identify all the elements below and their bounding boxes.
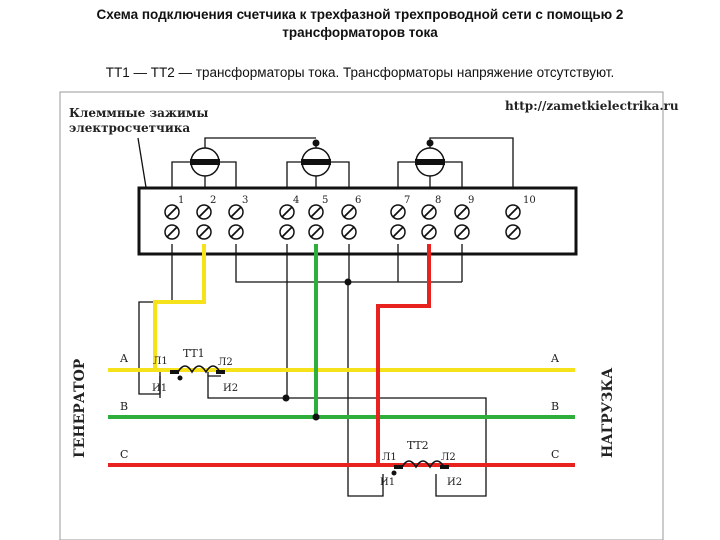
terminal-number: 5	[322, 195, 328, 206]
screw-slot	[198, 226, 210, 238]
terminal-group: 1 2 3 4 5 6 7 8 9 10	[164, 195, 536, 240]
screw-slot	[310, 206, 322, 218]
ct2-l1-label: Л1	[382, 452, 397, 463]
terminal-4: 4	[279, 195, 299, 240]
title-line-1: Схема подключения счетчика к трехфазной …	[96, 7, 624, 22]
meter-element-2	[301, 147, 331, 177]
screw-slot	[343, 206, 355, 218]
terminal-number: 1	[178, 195, 184, 206]
phase-a-label-right: A	[550, 352, 560, 365]
phase-c-label-left: C	[120, 448, 128, 461]
screw-slot	[343, 226, 355, 238]
phase-a-label-left: A	[119, 352, 129, 365]
title-line-2: трансформаторов тока	[282, 25, 438, 40]
terminal-number: 4	[293, 195, 299, 206]
screw-slot	[423, 206, 435, 218]
screw-slot	[198, 206, 210, 218]
terminal-number: 3	[242, 195, 248, 206]
phase-b-label-left: B	[120, 400, 128, 413]
ct1-l2-label: Л2	[218, 357, 233, 368]
terminal-5: 5	[308, 195, 328, 240]
screw-slot	[230, 206, 242, 218]
terminal-block	[137, 186, 578, 256]
screw-slot	[310, 226, 322, 238]
diagram-subtitle: ТТ1 — ТТ2 — трансформаторы тока. Трансфо…	[105, 65, 615, 80]
terminal-number: 9	[468, 195, 474, 206]
terminal-number: 8	[435, 195, 441, 206]
screw-slot	[392, 206, 404, 218]
terminal-9: 9	[454, 195, 474, 240]
screw-slot	[456, 226, 468, 238]
ct2-i1-label: И1	[380, 477, 395, 488]
phase-b-label-right: B	[551, 400, 559, 413]
phase-c-current-wire	[376, 244, 431, 465]
diagram-frame	[59, 91, 664, 540]
diagram-title: Схема подключения счетчика к трехфазной …	[0, 6, 720, 42]
ct2-transformer	[391, 460, 449, 476]
meter-label-line-2: электросчетчика	[69, 121, 190, 135]
screw-slot	[281, 226, 293, 238]
screw-slot	[166, 226, 178, 238]
phase-a-current-wire	[153, 244, 206, 370]
phase-c-label-right: C	[551, 448, 559, 461]
junction-dot	[282, 394, 290, 402]
screw-slot	[166, 206, 178, 218]
terminal-number: 10	[523, 195, 536, 206]
source-url: http://zametkielectrika.ru	[505, 99, 679, 113]
terminal-2: 2	[196, 195, 216, 240]
terminal-number: 6	[355, 195, 361, 206]
terminal-8: 8	[421, 195, 441, 240]
ct1-i1-label: И1	[152, 383, 167, 394]
meter-element-3	[415, 147, 445, 177]
terminal-6: 6	[341, 195, 361, 240]
ct2-l2-label: Л2	[441, 452, 456, 463]
screw-slot	[507, 206, 519, 218]
ct2-name: ТТ2	[407, 439, 429, 452]
ct1-transformer	[159, 365, 225, 394]
terminal-number: 7	[404, 195, 410, 206]
generator-label: ГЕНЕРАТОР	[72, 358, 88, 458]
ct1-i2-label: И2	[223, 383, 238, 394]
junction-dot	[426, 139, 434, 147]
screw-slot	[230, 226, 242, 238]
screw-slot	[423, 226, 435, 238]
ct1-l1-label: Л1	[153, 356, 168, 367]
meter-label-line-1: Клеммные зажимы	[69, 106, 208, 120]
terminal-10: 10	[505, 195, 536, 240]
junction-dot	[344, 278, 352, 286]
screw-slot	[507, 226, 519, 238]
junction-dot	[312, 139, 320, 147]
terminal-number: 2	[210, 195, 216, 206]
screw-slot	[281, 206, 293, 218]
screw-slot	[456, 206, 468, 218]
meter-element-1	[190, 147, 220, 177]
ct1-name: ТТ1	[183, 347, 205, 360]
screw-slot	[392, 226, 404, 238]
terminal-7: 7	[390, 195, 410, 240]
terminal-1: 1	[164, 195, 184, 240]
terminal-3: 3	[228, 195, 248, 240]
ct2-i2-label: И2	[447, 477, 462, 488]
load-label: НАГРУЗКА	[600, 367, 616, 458]
junction-dot	[312, 413, 320, 421]
